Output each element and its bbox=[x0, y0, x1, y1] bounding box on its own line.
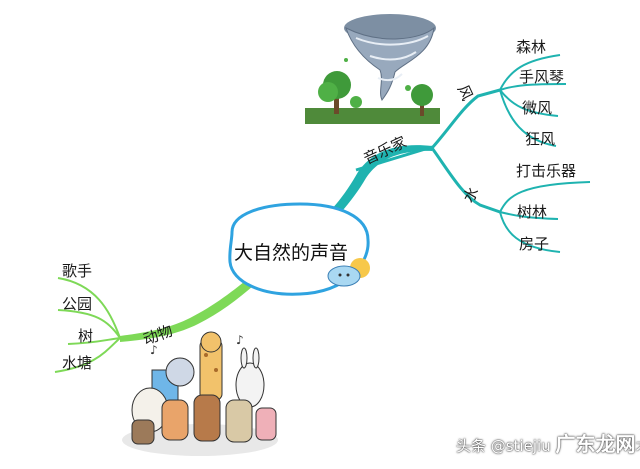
leaf-wind-1 bbox=[499, 54, 561, 91]
leaf-animals-3 bbox=[67, 337, 121, 345]
watermark-suffix: 术 bbox=[636, 437, 640, 455]
leaf-wind-2 bbox=[499, 83, 567, 91]
animal-choir-illustration: ♪ ♪ bbox=[122, 331, 278, 456]
leaf-wind-item-2: 手风琴 bbox=[519, 68, 565, 86]
watermark-text: tiejiu bbox=[513, 437, 551, 455]
leaf-water-2 bbox=[499, 211, 559, 220]
svg-text:♪: ♪ bbox=[236, 333, 244, 347]
leaf-animals-item-4: 水塘 bbox=[62, 354, 93, 372]
leaf-wind-item-4: 狂风 bbox=[525, 130, 556, 148]
watermark-logo: 广东龙网 bbox=[555, 432, 636, 456]
leaf-animals-1 bbox=[57, 277, 121, 339]
leaf-water-item-3: 房子 bbox=[519, 235, 550, 253]
leaf-wind-item-1: 森林 bbox=[516, 38, 547, 56]
weather-sticker bbox=[327, 258, 370, 287]
branch-water bbox=[430, 147, 501, 214]
branch-animals bbox=[120, 270, 262, 342]
watermark: 头条 @stiejiu 广东龙网术 bbox=[456, 428, 640, 457]
leaf-water-item-1: 打击乐器 bbox=[516, 162, 577, 180]
center-node-label: 大自然的声音 bbox=[234, 242, 349, 264]
leaf-water-3 bbox=[499, 211, 561, 253]
leaf-animals-item-3: 树 bbox=[78, 327, 94, 345]
leaf-animals-2 bbox=[57, 309, 121, 339]
leaf-water-item-2: 树林 bbox=[517, 203, 548, 221]
leaf-animals-4 bbox=[54, 337, 121, 373]
underline-music bbox=[355, 145, 433, 172]
leaf-animals-item-1: 歌手 bbox=[62, 262, 93, 280]
leaf-wind-item-3: 微风 bbox=[522, 99, 553, 117]
leaf-wind-3 bbox=[499, 89, 559, 117]
tornado-illustration bbox=[305, 14, 440, 124]
svg-text:♪: ♪ bbox=[150, 343, 158, 357]
branch-wind bbox=[430, 88, 501, 150]
leaf-water-1 bbox=[499, 181, 591, 213]
leaf-wind-4 bbox=[499, 89, 557, 147]
leaf-animals-item-2: 公园 bbox=[62, 295, 93, 313]
watermark-prefix: 头条 @s bbox=[456, 437, 514, 455]
